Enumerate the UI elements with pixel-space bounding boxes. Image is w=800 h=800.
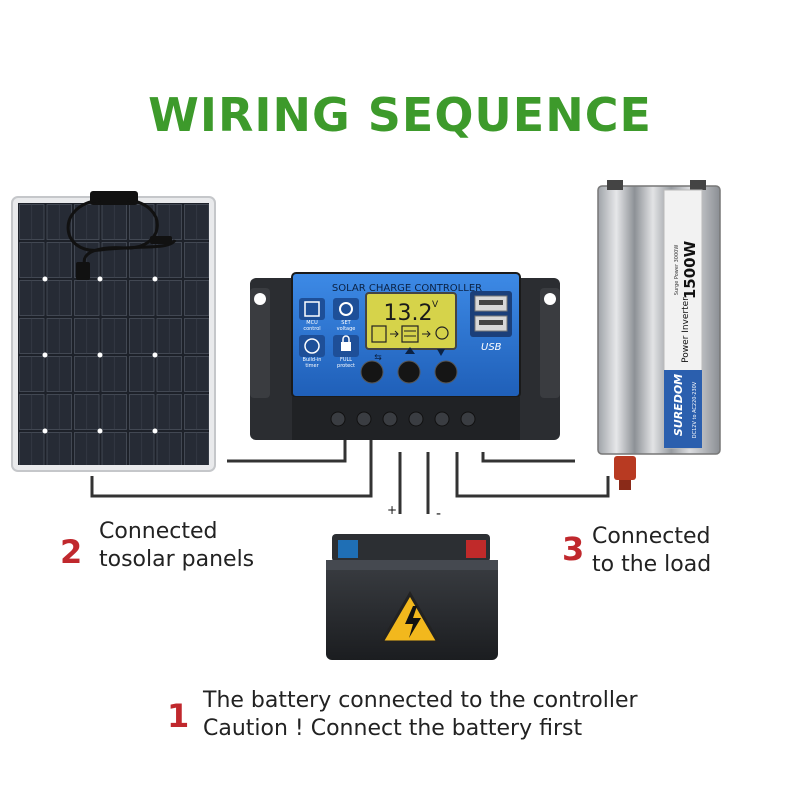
step-3-number: 3	[562, 530, 585, 568]
mcu-icon	[304, 301, 320, 317]
lcd-unit: V	[432, 300, 439, 310]
lock-icon	[341, 342, 351, 351]
lcd-display: 13.2 V	[365, 292, 457, 350]
page-title: WIRING SEQUENCE	[148, 88, 652, 142]
svg-text:protect: protect	[337, 363, 355, 369]
lcd-value: 13.2	[384, 301, 433, 326]
svg-text:control: control	[303, 326, 320, 332]
menu-button	[360, 360, 384, 384]
up-button	[397, 360, 421, 384]
minus-sign: -	[436, 506, 441, 522]
down-button	[434, 360, 458, 384]
svg-text:timer: timer	[305, 363, 319, 369]
step-3-line2: to the load	[592, 552, 712, 577]
battery	[326, 534, 498, 660]
controller-icons: MCU control SET voltage Build-in timer F…	[299, 298, 359, 369]
solar-panel	[11, 191, 216, 472]
controller-header: SOLAR CHARGE CONTROLLER	[332, 283, 482, 294]
svg-text:Surge Power 3000W: Surge Power 3000W	[674, 245, 680, 296]
battery-positive-terminal	[466, 540, 486, 558]
menu-icon: ⇆	[374, 353, 382, 363]
charge-controller: SOLAR CHARGE CONTROLLER MCU control SET …	[250, 272, 560, 440]
step-1-line1: The battery connected to the controller	[203, 688, 638, 713]
svg-text:voltage: voltage	[337, 326, 356, 332]
usb-label: USB	[481, 342, 502, 353]
step-3-line1: Connected	[592, 524, 711, 549]
step-1-number: 1	[167, 697, 190, 735]
step-2-line1: Connected	[99, 519, 218, 544]
inverter-model: Power Inverter	[681, 297, 691, 363]
svg-text:SET: SET	[341, 320, 351, 326]
controller-buttons: ⇆	[360, 347, 458, 384]
step-1-line2: Caution ! Connect the battery first	[203, 716, 583, 741]
up-triangle-icon	[405, 347, 415, 354]
gear-icon	[339, 302, 353, 316]
power-inverter: 1500W Surge Power 3000W Power Inverter S…	[597, 180, 721, 490]
inverter-wattage: 1500W	[681, 240, 699, 299]
inverter-brand: SUREDOM	[672, 374, 685, 436]
battery-negative-terminal	[338, 540, 358, 558]
clock-icon	[304, 338, 320, 354]
bulb-icon	[435, 326, 449, 340]
usb-ports: USB	[470, 291, 512, 353]
svg-text:DC12V to AC220-230V: DC12V to AC220-230V	[692, 381, 698, 438]
plus-sign: +	[387, 503, 397, 517]
wiring-lines	[90, 440, 610, 514]
svg-text:Build-in: Build-in	[303, 357, 322, 363]
step-2-line2: tosolar panels	[99, 547, 255, 572]
step-2-number: 2	[60, 533, 83, 571]
svg-text:MCU: MCU	[306, 320, 318, 326]
down-triangle-icon	[437, 349, 445, 356]
svg-text:FULL: FULL	[340, 357, 352, 363]
